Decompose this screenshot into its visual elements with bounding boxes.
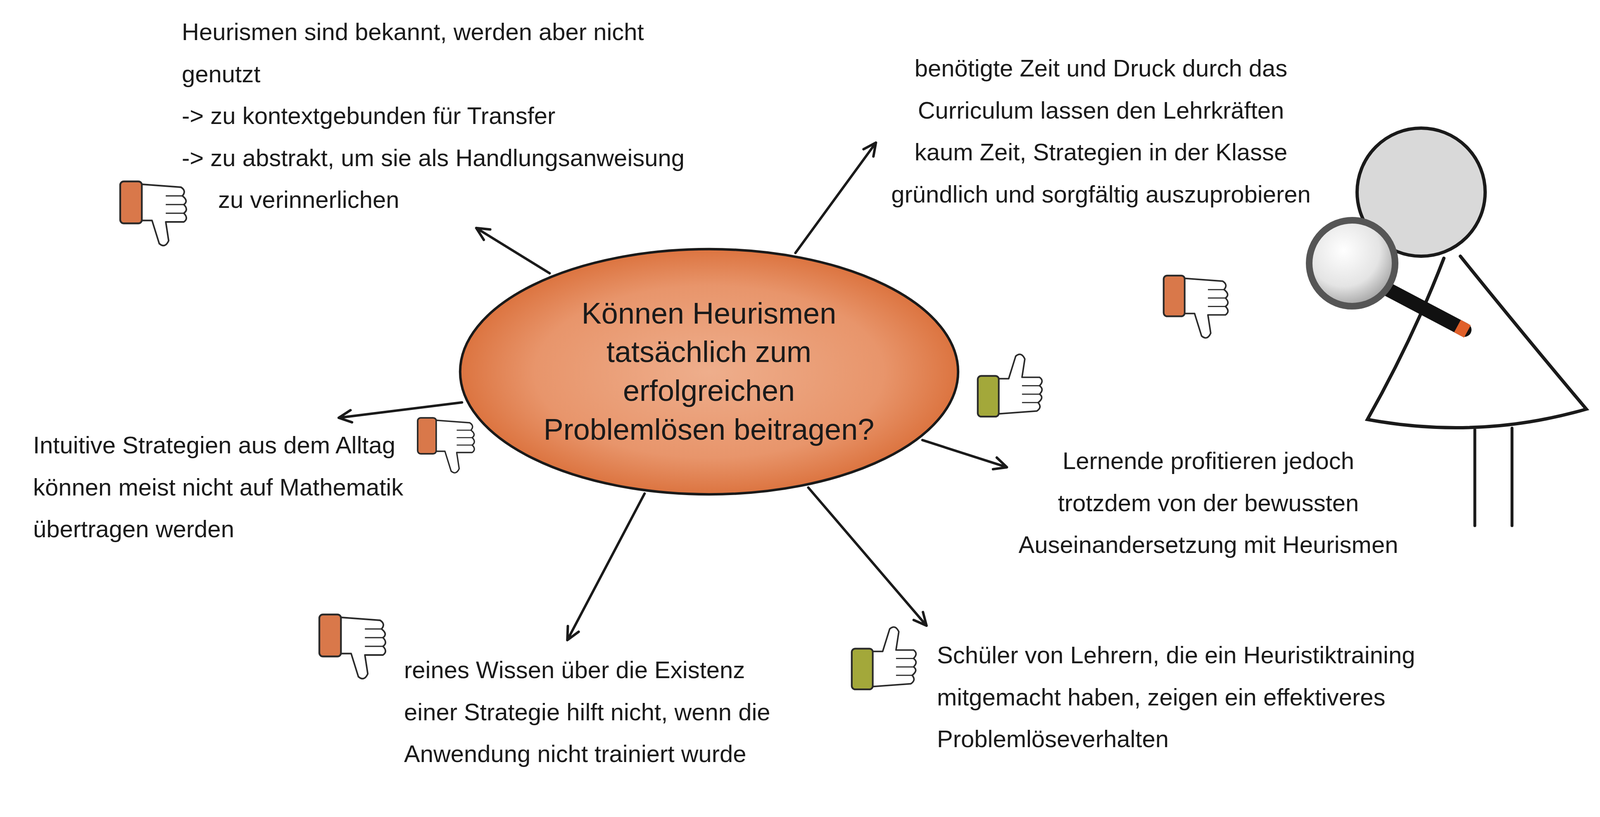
text-wrap: Können Heurismen tatsächlich zum erfolgr… xyxy=(539,294,879,449)
arrow-connector xyxy=(922,439,1008,469)
figure-body xyxy=(1367,256,1587,428)
arrow-connector xyxy=(476,228,550,274)
note-text: -> zu kontextgebunden für Transfer xyxy=(181,94,711,137)
central-question: Können Heurismen tatsächlich zum erfolgr… xyxy=(456,247,963,497)
thumb-up-icon xyxy=(851,626,917,690)
note-text: Schüler von Lehrern, die ein Heuristiktr… xyxy=(936,633,1417,760)
thumb-down-icon xyxy=(1163,275,1229,338)
figure-leg xyxy=(1510,427,1514,526)
argument-note: Lernende profitieren jedoch trotzdem von… xyxy=(1010,433,1407,572)
arrow-connector xyxy=(567,493,645,640)
note-text: Heurismen sind bekannt, werden aber nich… xyxy=(181,10,711,95)
note-text: reines Wissen über die Existenz einer St… xyxy=(404,648,793,775)
note-text: Intuitive Strategien aus dem Alltag könn… xyxy=(33,423,405,550)
note-text: benötigte Zeit und Druck durch das Curri… xyxy=(886,47,1316,215)
ellipse-shape xyxy=(459,248,958,494)
argument-note: benötigte Zeit und Druck durch das Curri… xyxy=(877,41,1325,221)
question-text: Können Heurismen tatsächlich zum erfolgr… xyxy=(539,294,879,449)
arrow-connector xyxy=(795,142,876,253)
ellipse-outline xyxy=(456,247,963,497)
argument-note: Heurismen sind bekannt, werden aber nich… xyxy=(173,4,719,227)
note-text: Lernende profitieren jedoch trotzdem von… xyxy=(1018,439,1399,566)
thumb-down-icon xyxy=(120,181,187,246)
magnifier-handle xyxy=(1379,285,1465,330)
argument-note: Schüler von Lehrern, die ein Heuristiktr… xyxy=(928,627,1425,766)
arrow-connector xyxy=(808,487,927,626)
figure-leg xyxy=(1473,429,1477,526)
magnifier-tip xyxy=(1457,325,1468,332)
arrow-connector xyxy=(338,402,462,423)
thumb-down-icon xyxy=(417,417,475,473)
argument-note: reines Wissen über die Existenz einer St… xyxy=(395,642,801,781)
thumb-down-icon xyxy=(319,614,386,679)
argument-note: Intuitive Strategien aus dem Alltag könn… xyxy=(24,418,414,556)
thumb-up-icon xyxy=(977,354,1043,417)
note-text: -> zu abstrakt, um sie als Handlungsanwe… xyxy=(181,136,711,221)
magnifier-lens xyxy=(1309,220,1396,307)
